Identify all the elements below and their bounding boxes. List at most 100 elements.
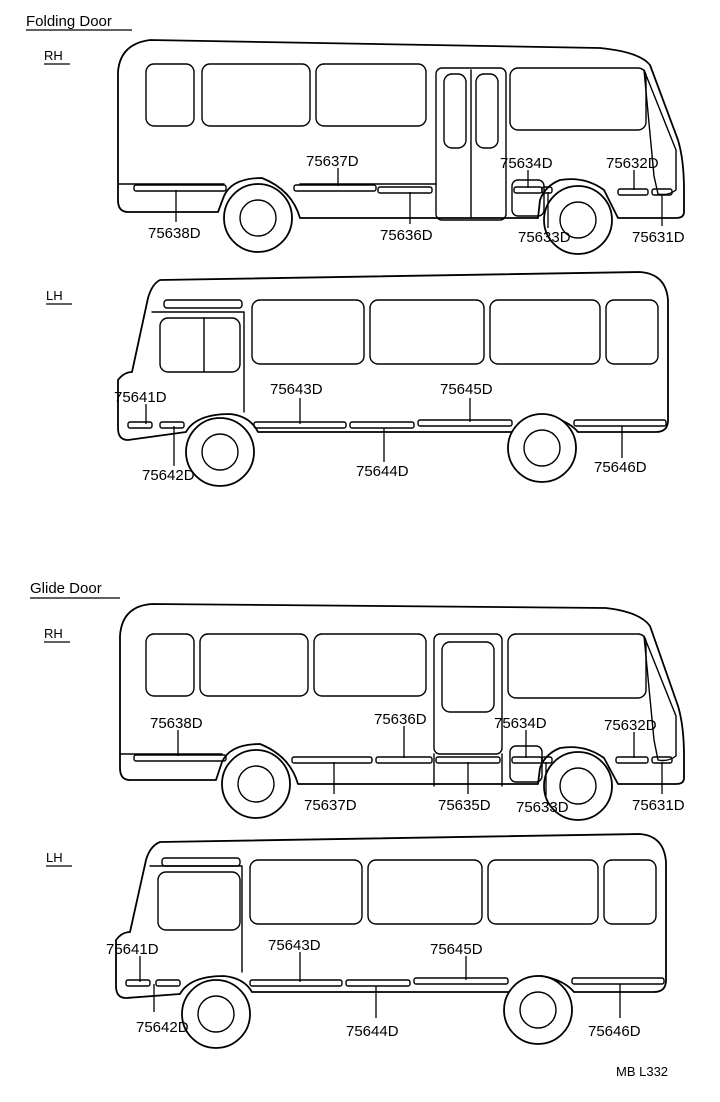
side-label: RH bbox=[44, 626, 63, 641]
part-label: 75637D bbox=[304, 797, 357, 814]
door-window bbox=[441, 641, 495, 713]
moulding-strip bbox=[413, 977, 509, 985]
moulding-strip bbox=[125, 979, 151, 987]
moulding-strip bbox=[133, 754, 227, 762]
part-label: 75646D bbox=[594, 459, 647, 476]
front-panel bbox=[643, 69, 677, 196]
door-window bbox=[475, 73, 499, 149]
part-label: 75635D bbox=[438, 797, 491, 814]
moulding-strip bbox=[573, 419, 667, 427]
moulding-strip bbox=[511, 756, 543, 764]
part-label: 75641D bbox=[106, 941, 159, 958]
moulding-strip bbox=[159, 421, 185, 429]
part-label: 75638D bbox=[150, 715, 203, 732]
part-label: 75636D bbox=[380, 227, 433, 244]
window bbox=[603, 859, 657, 925]
window bbox=[489, 299, 601, 365]
window bbox=[315, 63, 427, 127]
bus-body-outline bbox=[117, 271, 669, 441]
part-label: 75644D bbox=[356, 463, 409, 480]
section-title: Folding Door bbox=[26, 13, 112, 30]
moulding-strip bbox=[571, 977, 665, 985]
rear-hub bbox=[523, 429, 561, 467]
window bbox=[509, 67, 647, 131]
front-wheel bbox=[543, 751, 613, 821]
front-panel bbox=[643, 635, 677, 762]
window bbox=[199, 633, 309, 697]
section-glide-door: Glide Door RH bbox=[30, 580, 685, 1049]
bus-body-outline bbox=[115, 833, 667, 999]
rear-hub bbox=[239, 199, 277, 237]
side-label: LH bbox=[46, 850, 63, 865]
section-folding-door: Folding Door RH bbox=[26, 13, 685, 487]
window bbox=[313, 633, 427, 697]
rear-hub bbox=[237, 765, 275, 803]
front-wheel bbox=[543, 185, 613, 255]
front-wheel bbox=[181, 979, 251, 1049]
front-hub bbox=[197, 995, 235, 1033]
window bbox=[201, 63, 311, 127]
part-label: 75633D bbox=[518, 229, 571, 246]
moulding-strip bbox=[127, 421, 153, 429]
part-label: 75634D bbox=[500, 155, 553, 172]
view-lh: LH bbox=[46, 833, 667, 1049]
part-label: 75642D bbox=[136, 1019, 189, 1036]
moulding-strip bbox=[617, 188, 649, 196]
part-label: 75642D bbox=[142, 467, 195, 484]
glide-door bbox=[433, 633, 503, 755]
rear-hub bbox=[519, 991, 557, 1029]
window bbox=[145, 63, 195, 127]
moulding-strip bbox=[417, 419, 513, 427]
window bbox=[605, 299, 659, 365]
window bbox=[487, 859, 599, 925]
view-rh: RH bbox=[44, 603, 685, 821]
moulding-strip bbox=[377, 186, 433, 194]
side-label: RH bbox=[44, 48, 63, 63]
part-label: 75645D bbox=[440, 381, 493, 398]
part-label: 75643D bbox=[270, 381, 323, 398]
cab-door bbox=[149, 865, 243, 973]
moulding-strip bbox=[155, 979, 181, 987]
moulding-strip bbox=[541, 186, 553, 194]
view-rh: RH bbox=[44, 39, 685, 255]
window bbox=[251, 299, 365, 365]
part-label: 75631D bbox=[632, 229, 685, 246]
part-label: 75643D bbox=[268, 937, 321, 954]
front-hub bbox=[201, 433, 239, 471]
rear-wheel bbox=[223, 183, 293, 253]
rear-wheel bbox=[221, 749, 291, 819]
cab-door bbox=[151, 311, 245, 413]
view-lh: LH bbox=[46, 271, 669, 487]
part-label: 75638D bbox=[148, 225, 201, 242]
bus-body-outline bbox=[119, 603, 685, 785]
part-label: 75636D bbox=[374, 711, 427, 728]
part-label: 75637D bbox=[306, 153, 359, 170]
part-label: 75632D bbox=[606, 155, 659, 172]
window bbox=[369, 299, 485, 365]
moulding-strip bbox=[345, 979, 411, 987]
part-label: 75646D bbox=[588, 1023, 641, 1040]
window bbox=[145, 633, 195, 697]
bus-body-outline bbox=[117, 39, 685, 219]
window bbox=[367, 859, 483, 925]
door-window bbox=[443, 73, 467, 149]
front-hub bbox=[559, 201, 597, 239]
moulding-strip bbox=[293, 184, 377, 192]
roof-marker bbox=[161, 857, 241, 867]
moulding-strip bbox=[133, 184, 227, 192]
moulding-strip bbox=[249, 979, 343, 987]
part-label: 75641D bbox=[114, 389, 167, 406]
part-label: 75632D bbox=[604, 717, 657, 734]
moulding-strip bbox=[615, 756, 649, 764]
rear-wheel bbox=[503, 975, 573, 1045]
part-label: 75631D bbox=[632, 797, 685, 814]
moulding-strip bbox=[541, 756, 553, 764]
window bbox=[249, 859, 363, 925]
moulding-strip bbox=[349, 421, 415, 429]
figure-code: MB L332 bbox=[616, 1064, 668, 1079]
folding-door bbox=[435, 67, 507, 221]
cab-window bbox=[159, 317, 241, 373]
part-label: 75633D bbox=[516, 799, 569, 816]
